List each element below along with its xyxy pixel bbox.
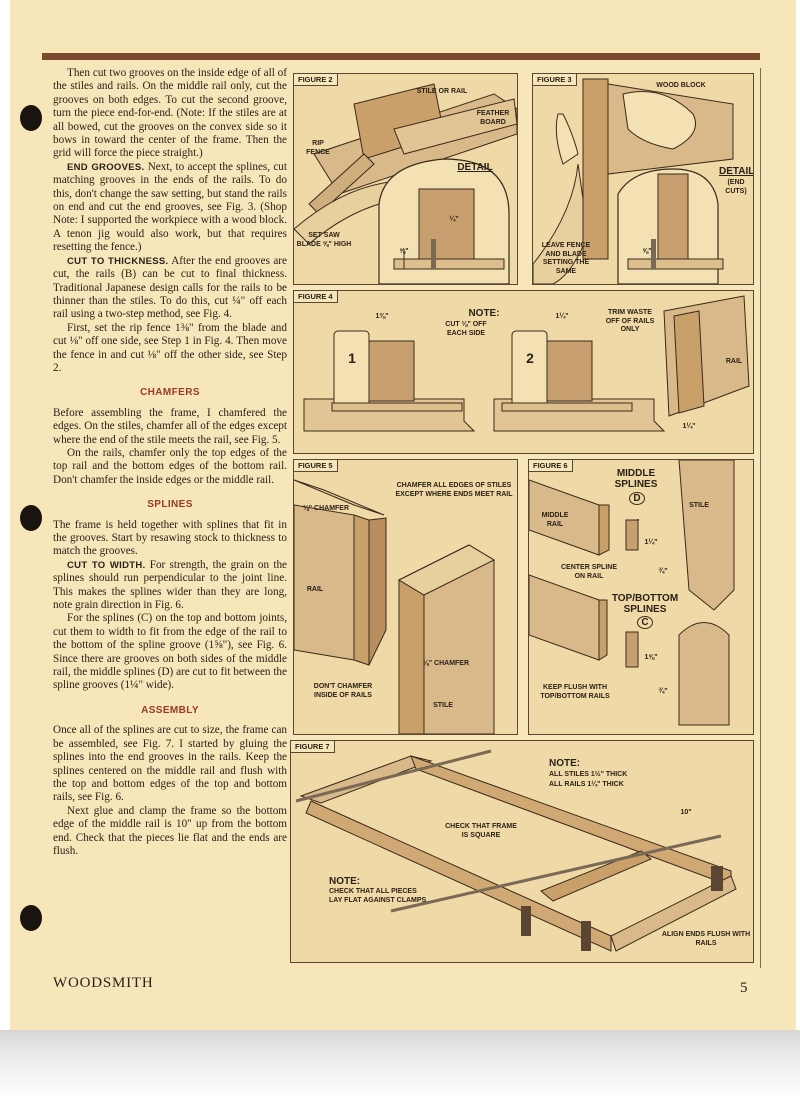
badge-c: C bbox=[637, 616, 653, 629]
figure-label: FIGURE 4 bbox=[294, 291, 338, 303]
dim-one-five-eighths: 1⅝" bbox=[644, 654, 658, 661]
note-heading: NOTE: bbox=[549, 758, 581, 769]
label-leave-fence: LEAVE FENCE AND BLADE SETTING THE SAME bbox=[541, 242, 591, 275]
dim-three-quarter: ¾" bbox=[658, 568, 668, 575]
paragraph: Next glue and clamp the frame so the bot… bbox=[53, 804, 287, 857]
figure-7-illustration bbox=[291, 741, 753, 962]
figure-label: FIGURE 3 bbox=[533, 74, 577, 86]
figure-5: FIGURE 5 ⅛" CHAMFER CHAMFER ALL EDGES OF… bbox=[293, 459, 518, 735]
figure-2: FIGURE 2 STILE OR RAIL FEATHER BOARD RIP… bbox=[293, 73, 518, 285]
figure-4-illustration bbox=[294, 291, 753, 453]
right-margin-rule bbox=[760, 68, 761, 968]
figure-6-illustration bbox=[529, 460, 753, 734]
figure-2-illustration bbox=[294, 74, 517, 284]
paragraph: CUT TO THICKNESS. After the end grooves … bbox=[53, 254, 287, 321]
label-detail: DETAIL bbox=[457, 162, 493, 173]
label-detail: DETAIL bbox=[719, 166, 754, 177]
label-rip-fence: RIP FENCE bbox=[306, 140, 330, 156]
label-trim-waste: TRIM WASTE OFF OF RAILS ONLY bbox=[605, 309, 655, 333]
figure-label: FIGURE 7 bbox=[291, 741, 335, 753]
label-stile: STILE bbox=[689, 502, 709, 509]
run-in-head: CUT TO WIDTH. bbox=[67, 559, 146, 571]
label-check-flat: CHECK THAT ALL PIECES LAY FLAT AGAINST C… bbox=[329, 888, 427, 904]
dim-rail-width: 1¼" bbox=[682, 423, 696, 430]
label-eighth-chamfer-stile: ⅛" CHAMFER bbox=[422, 660, 470, 667]
label-check-square: CHECK THAT FRAME IS SQUARE bbox=[445, 823, 517, 839]
figure-3: FIGURE 3 WOOD BLOCK DETAIL (END CUTS) LE… bbox=[532, 73, 754, 285]
binder-hole-top bbox=[20, 105, 42, 131]
paragraph: For the splines (C) on the top and botto… bbox=[53, 612, 287, 692]
label-middle-splines: MIDDLE SPLINES bbox=[614, 468, 658, 490]
dim-one-quarter: 1¼" bbox=[644, 539, 658, 546]
label-chamfer-all-edges: CHAMFER ALL EDGES OF STILES EXCEPT WHERE… bbox=[395, 482, 513, 498]
dim-five-eighths: ⅝" bbox=[399, 248, 409, 255]
binder-hole-middle bbox=[20, 505, 42, 531]
magazine-name: WOODSMITH bbox=[53, 975, 154, 991]
run-in-head: END GROOVES. bbox=[67, 161, 145, 173]
label-top-bottom-splines: TOP/BOTTOM SPLINES bbox=[611, 593, 679, 615]
paragraph: Once all of the splines are cut to size,… bbox=[53, 724, 287, 804]
figure-3-illustration bbox=[533, 74, 753, 284]
text-column: Then cut two grooves on the inside edge … bbox=[53, 67, 287, 858]
dim-five-eighths: ⅝" bbox=[642, 248, 652, 255]
figure-6: FIGURE 6 MIDDLE SPLINES D MIDDLE RAIL ST… bbox=[528, 459, 754, 735]
dim-ten-inch: 10" bbox=[680, 809, 692, 816]
paragraph: On the rails, chamfer only the top edges… bbox=[53, 446, 287, 486]
label-eighth-chamfer: ⅛" CHAMFER bbox=[302, 505, 350, 512]
label-stile: STILE bbox=[433, 702, 453, 709]
label-wood-block: WOOD BLOCK bbox=[656, 82, 706, 89]
label-all-stiles: ALL STILES 1½" THICK bbox=[549, 771, 628, 778]
label-feather-board: FEATHER BOARD bbox=[476, 110, 510, 126]
figure-label: FIGURE 2 bbox=[294, 74, 338, 86]
label-end-cuts: (END CUTS) bbox=[725, 179, 747, 195]
label-keep-flush: KEEP FLUSH WITH TOP/BOTTOM RAILS bbox=[540, 684, 610, 700]
figure-5-illustration bbox=[294, 460, 517, 734]
label-center-spline: CENTER SPLINE ON RAIL bbox=[560, 564, 617, 580]
label-stile-or-rail: STILE OR RAIL bbox=[416, 88, 468, 95]
step-2: 2 bbox=[526, 350, 534, 366]
label-align-ends: ALIGN ENDS FLUSH WITH RAILS bbox=[661, 931, 751, 947]
paragraph: END GROOVES. Next, to accept the splines… bbox=[53, 160, 287, 254]
section-heading-chamfers: CHAMFERS bbox=[140, 387, 200, 399]
binder-hole-bottom bbox=[20, 905, 42, 931]
figure-4: FIGURE 4 1⅜" NOTE: CUT ⅛" OFF EACH SIDE … bbox=[293, 290, 754, 454]
paragraph: Then cut two grooves on the inside edge … bbox=[53, 67, 287, 160]
paragraph: First, set the rip fence 1⅜" from the bl… bbox=[53, 321, 287, 374]
dim-one-quarter: 1¼" bbox=[555, 313, 569, 320]
label-rail: RAIL bbox=[306, 586, 324, 593]
label-rail: RAIL bbox=[725, 358, 743, 365]
page-number: 5 bbox=[740, 980, 748, 996]
figure-7: FIGURE 7 NOTE: ALL STILES 1½" THICK ALL … bbox=[290, 740, 754, 963]
paragraph: Before assembling the frame, I chamfered… bbox=[53, 406, 287, 446]
label-set-saw-blade: SET SAW BLADE ⅝" HIGH bbox=[296, 232, 352, 248]
figure-label: FIGURE 5 bbox=[294, 460, 338, 472]
figure-label: FIGURE 6 bbox=[529, 460, 573, 472]
scan-margin bbox=[0, 1030, 800, 1100]
dim-one-three-eighths: 1⅜" bbox=[375, 313, 389, 320]
dim-quarter: ¼" bbox=[449, 216, 459, 223]
dim-three-quarter-b: ¾" bbox=[658, 688, 668, 695]
note-heading: NOTE: bbox=[468, 308, 500, 319]
badge-d: D bbox=[629, 492, 645, 505]
top-rule bbox=[42, 53, 760, 60]
paragraph: CUT TO WIDTH. For strength, the grain on… bbox=[53, 558, 288, 612]
paragraph: The frame is held together with splines … bbox=[53, 518, 287, 558]
run-in-head: CUT TO THICKNESS. bbox=[67, 255, 169, 267]
label-dont-chamfer: DON'T CHAMFER INSIDE OF RAILS bbox=[313, 683, 373, 699]
note-heading-2: NOTE: bbox=[329, 876, 361, 887]
step-1: 1 bbox=[348, 350, 356, 366]
label-cut-each-side: CUT ⅛" OFF EACH SIDE bbox=[445, 321, 487, 337]
section-heading-assembly: ASSEMBLY bbox=[141, 704, 199, 716]
label-middle-rail: MIDDLE RAIL bbox=[541, 512, 569, 528]
label-all-rails: ALL RAILS 1¼" THICK bbox=[549, 781, 624, 788]
section-heading-splines: SPLINES bbox=[147, 499, 193, 511]
